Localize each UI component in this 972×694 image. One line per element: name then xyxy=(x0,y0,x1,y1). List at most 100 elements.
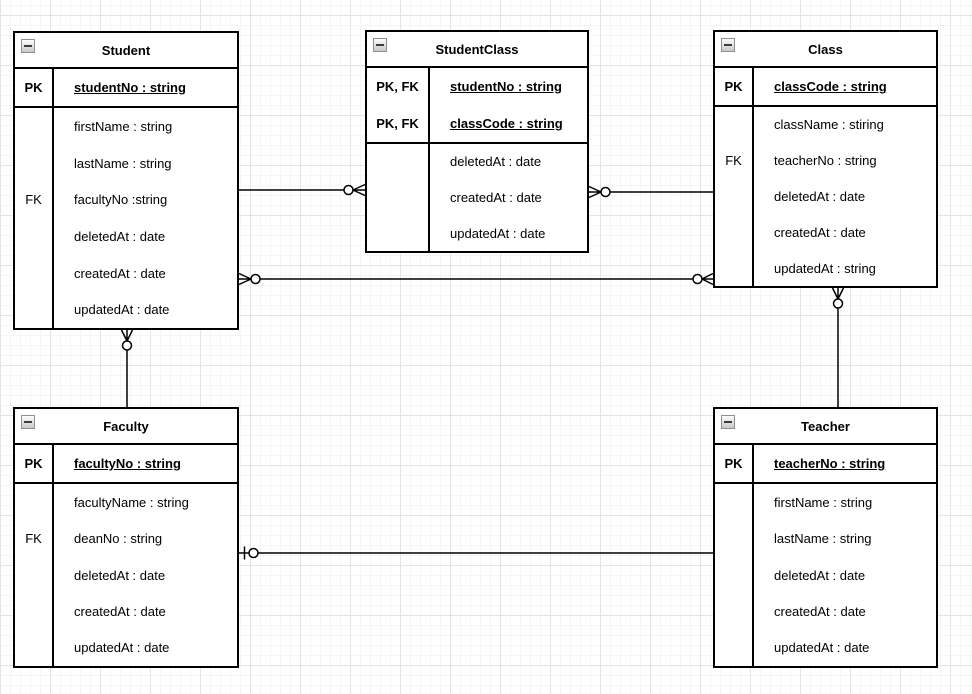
key-attribute: classCode : string xyxy=(774,79,887,94)
collapse-icon[interactable] xyxy=(721,38,735,52)
entity-student[interactable]: Student PK studentNo : string firstName … xyxy=(13,31,239,330)
key-badge xyxy=(15,218,54,255)
attribute-label: deletedAt : date xyxy=(450,154,542,170)
connector-faculty-teacher[interactable] xyxy=(239,546,713,560)
key-badge xyxy=(715,593,754,630)
attribute-row[interactable]: lastName : string xyxy=(715,520,936,557)
attribute-label: updatedAt : date xyxy=(74,302,170,318)
attribute-label: facultyNo :string xyxy=(74,192,168,208)
attribute-row[interactable]: updatedAt : date xyxy=(15,291,237,329)
entity-class[interactable]: Class PK classCode : string className : … xyxy=(713,30,938,288)
key-row[interactable]: PK, FK classCode : string xyxy=(367,105,587,142)
pk-badge: PK xyxy=(15,445,54,482)
connector-class-teacher[interactable] xyxy=(831,287,845,407)
entity-studentclass[interactable]: StudentClass PK, FK studentNo : string P… xyxy=(365,30,589,253)
attribute-label: deletedAt : date xyxy=(774,188,866,204)
collapse-icon[interactable] xyxy=(721,415,735,429)
attribute-row[interactable]: deletedAt : date xyxy=(715,556,936,594)
connector-student-faculty[interactable] xyxy=(120,329,134,407)
entity-faculty[interactable]: Faculty PK facultyNo : string facultyNam… xyxy=(13,407,239,668)
attribute-row[interactable]: updatedAt : date xyxy=(715,629,936,667)
attribute-label: lastName : string xyxy=(74,155,172,171)
connector-student-class[interactable] xyxy=(238,272,714,286)
attribute-label: updatedAt : date xyxy=(450,225,546,241)
key-badge xyxy=(715,250,754,286)
key-badge xyxy=(15,291,54,329)
minus-icon xyxy=(724,44,732,46)
key-row[interactable]: PK, FK studentNo : string xyxy=(367,68,587,105)
key-badge xyxy=(15,144,54,182)
connector-studentclass-class[interactable] xyxy=(588,185,713,199)
key-attribute: studentNo : string xyxy=(450,79,562,94)
attribute-row[interactable]: createdAt : date xyxy=(15,593,237,630)
key-badge xyxy=(15,629,54,667)
attribute-row[interactable]: deletedAt : date xyxy=(715,178,936,215)
entity-teacher[interactable]: Teacher PK teacherNo : string firstName … xyxy=(713,407,938,668)
attribute-row[interactable]: deletedAt : date xyxy=(15,218,237,255)
attribute-row[interactable]: updatedAt : date xyxy=(367,215,587,252)
attribute-section: firstName : string lastName : string del… xyxy=(715,484,936,667)
key-badge xyxy=(715,214,754,251)
attribute-row[interactable]: deletedAt : date xyxy=(15,556,237,594)
attribute-row[interactable]: createdAt : date xyxy=(715,214,936,251)
collapse-icon[interactable] xyxy=(21,39,35,53)
attribute-row[interactable]: createdAt : date xyxy=(367,179,587,216)
pk-fk-badge: PK, FK xyxy=(367,68,430,105)
key-attribute: studentNo : string xyxy=(74,80,186,95)
attribute-row[interactable]: firstName : string xyxy=(715,484,936,521)
key-badge xyxy=(715,629,754,667)
attribute-label: deletedAt : date xyxy=(774,567,866,583)
attribute-section: deletedAt : date createdAt : date update… xyxy=(367,144,587,252)
attribute-row[interactable]: updatedAt : string xyxy=(715,250,936,286)
key-badge xyxy=(715,484,754,521)
entity-title: Faculty xyxy=(103,418,149,434)
key-badge xyxy=(15,254,54,292)
entity-header: Faculty xyxy=(15,409,237,445)
pk-badge: PK xyxy=(715,445,754,482)
key-badge xyxy=(715,556,754,594)
fk-badge: FK xyxy=(15,181,54,219)
entity-title: Teacher xyxy=(801,418,850,434)
attribute-label: createdAt : date xyxy=(74,603,166,619)
pk-fk-badge: PK, FK xyxy=(367,105,430,142)
key-badge xyxy=(715,107,754,143)
attribute-row[interactable]: createdAt : date xyxy=(715,593,936,630)
attribute-label: updatedAt : date xyxy=(74,640,170,656)
attribute-label: deletedAt : date xyxy=(74,567,166,583)
crow-foot-icon xyxy=(238,272,252,286)
connector-student-studentclass[interactable] xyxy=(239,183,366,197)
key-section: PK teacherNo : string xyxy=(715,445,936,484)
collapse-icon[interactable] xyxy=(21,415,35,429)
key-row[interactable]: PK classCode : string xyxy=(715,68,936,105)
entity-header: StudentClass xyxy=(367,32,587,68)
key-row[interactable]: PK studentNo : string xyxy=(15,69,237,106)
entity-title: StudentClass xyxy=(435,41,519,57)
attribute-row[interactable]: className : stiring xyxy=(715,107,936,143)
attribute-label: updatedAt : date xyxy=(774,640,870,656)
attribute-row[interactable]: firstName : string xyxy=(15,108,237,145)
key-badge xyxy=(15,484,54,521)
key-row[interactable]: PK facultyNo : string xyxy=(15,445,237,482)
attribute-label: createdAt : date xyxy=(450,190,542,205)
attribute-row[interactable]: FK facultyNo :string xyxy=(15,181,237,219)
attribute-row[interactable]: createdAt : date xyxy=(15,254,237,292)
key-row[interactable]: PK teacherNo : string xyxy=(715,445,936,482)
crow-foot-icon xyxy=(831,287,845,300)
attribute-row[interactable]: deletedAt : date xyxy=(367,144,587,180)
attribute-row[interactable]: updatedAt : date xyxy=(15,629,237,667)
attribute-label: firstName : string xyxy=(774,494,873,510)
attribute-label: createdAt : date xyxy=(74,265,166,281)
entity-title: Class xyxy=(808,41,843,57)
attribute-row[interactable]: lastName : string xyxy=(15,144,237,182)
fk-badge: FK xyxy=(15,520,54,557)
attribute-row[interactable]: facultyName : string xyxy=(15,484,237,521)
crow-foot-icon xyxy=(588,185,602,199)
attribute-label: createdAt : date xyxy=(774,224,866,240)
collapse-icon[interactable] xyxy=(373,38,387,52)
key-badge xyxy=(367,215,430,252)
key-attribute: teacherNo : string xyxy=(774,456,886,471)
